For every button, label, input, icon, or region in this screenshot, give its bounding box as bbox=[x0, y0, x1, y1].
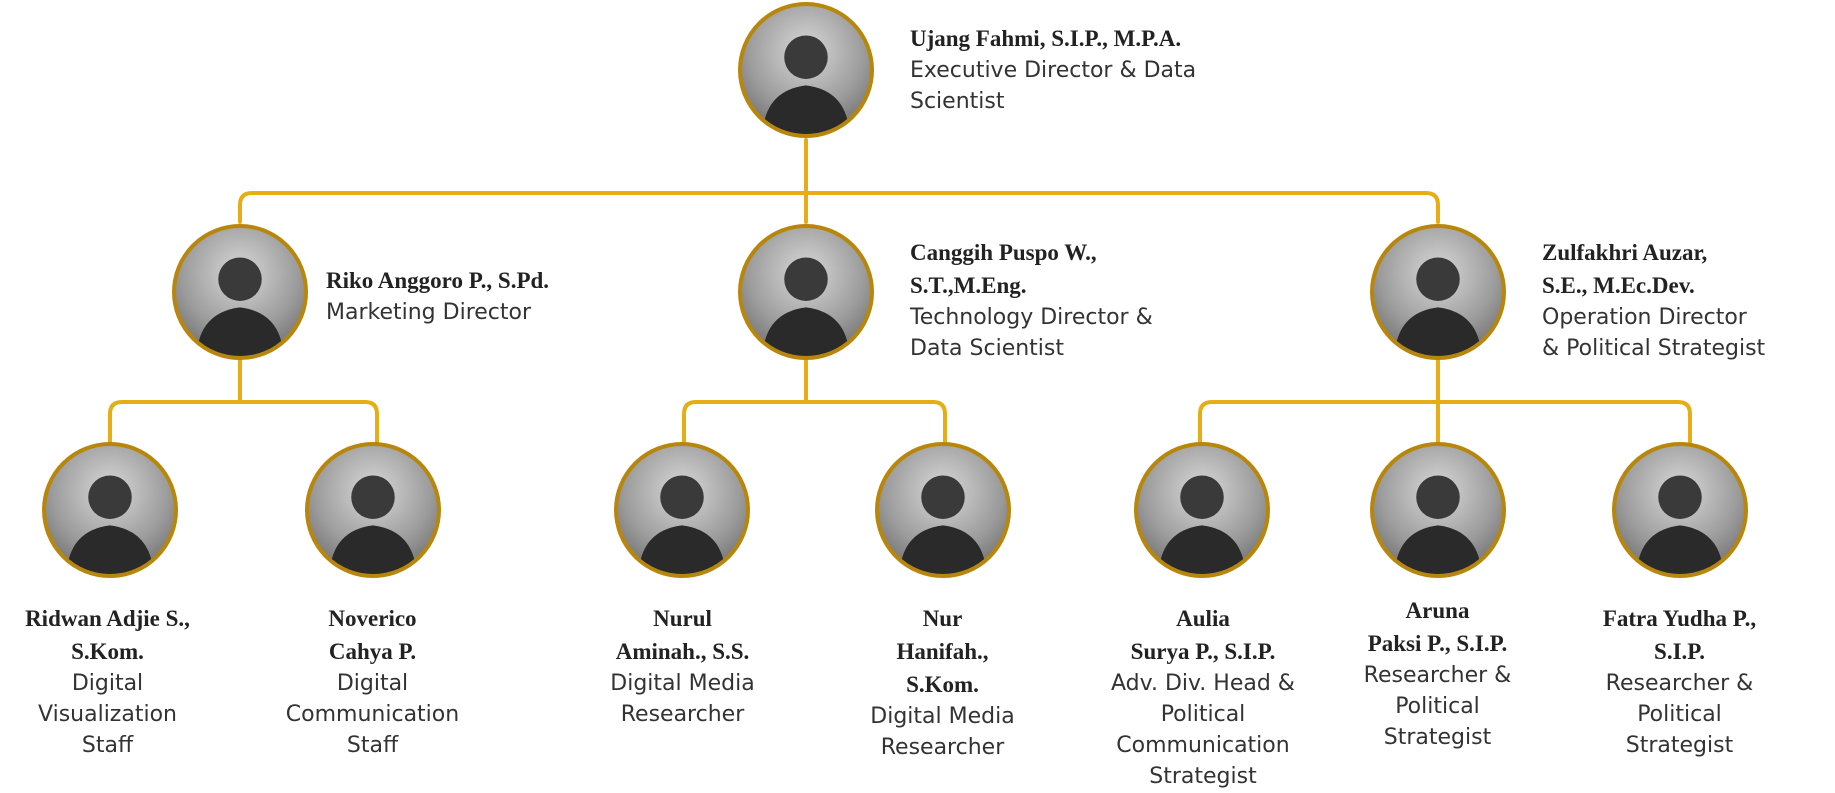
staff-label-2: Noverico Cahya P. Digital Communication … bbox=[260, 602, 485, 761]
staff-label-4: Nur Hanifah., S.Kom. Digital Media Resea… bbox=[830, 602, 1055, 763]
person-photo-icon bbox=[638, 475, 726, 574]
person-role: Researcher & Political Strategist bbox=[1605, 671, 1754, 758]
person-role: Digital Media Researcher bbox=[870, 704, 1015, 760]
person-name: Riko Anggoro P., S.Pd. bbox=[326, 268, 550, 293]
executive-director-label: Ujang Fahmi, S.I.P., M.P.A. Executive Di… bbox=[910, 22, 1196, 117]
person-role: Operation Director & Political Strategis… bbox=[1542, 305, 1766, 361]
person-role: Marketing Director bbox=[326, 300, 532, 325]
person-role: Technology Director & Data Scientist bbox=[910, 305, 1153, 361]
connector-top-to-directors bbox=[238, 138, 1440, 224]
person-photo-icon bbox=[1158, 475, 1246, 574]
person-name: Ujang Fahmi, S.I.P., M.P.A. bbox=[910, 26, 1182, 51]
staff-label-6: Aruna Paksi P., S.I.P. Researcher & Poli… bbox=[1325, 594, 1550, 753]
marketing-director-label: Riko Anggoro P., S.Pd. Marketing Directo… bbox=[326, 264, 549, 328]
technology-director-label: Canggih Puspo W., S.T.,M.Eng. Technology… bbox=[910, 236, 1153, 364]
person-role: Digital Communication Staff bbox=[285, 671, 460, 758]
person-photo-icon bbox=[1394, 257, 1482, 356]
avatar-executive-director bbox=[738, 2, 874, 138]
staff-label-3: Nurul Aminah., S.S. Digital Media Resear… bbox=[570, 602, 795, 730]
avatar-operation-director bbox=[1370, 224, 1506, 360]
avatar-marketing-director bbox=[172, 224, 308, 360]
avatar-staff-5 bbox=[1134, 442, 1270, 578]
person-name: Noverico Cahya P. bbox=[328, 606, 417, 664]
person-name: Ridwan Adjie S., S.Kom. bbox=[25, 606, 190, 664]
person-role: Executive Director & Data Scientist bbox=[910, 58, 1197, 114]
staff-label-1: Ridwan Adjie S., S.Kom. Digital Visualiz… bbox=[0, 602, 220, 761]
person-role: Researcher & Political Strategist bbox=[1363, 663, 1512, 750]
person-role: Adv. Div. Head & Political Communication… bbox=[1111, 671, 1295, 789]
person-photo-icon bbox=[762, 35, 850, 134]
person-role: Digital Visualization Staff bbox=[38, 671, 177, 758]
person-name: Nur Hanifah., S.Kom. bbox=[896, 606, 989, 697]
operation-director-label: Zulfakhri Auzar, S.E., M.Ec.Dev. Operati… bbox=[1542, 236, 1765, 364]
person-photo-icon bbox=[66, 475, 154, 574]
person-name: Canggih Puspo W., S.T.,M.Eng. bbox=[910, 240, 1097, 298]
avatar-technology-director bbox=[738, 224, 874, 360]
person-name: Nurul Aminah., S.S. bbox=[615, 606, 750, 664]
avatar-staff-1 bbox=[42, 442, 178, 578]
staff-label-5: Aulia Surya P., S.I.P. Adv. Div. Head & … bbox=[1083, 602, 1323, 792]
person-photo-icon bbox=[762, 257, 850, 356]
person-photo-icon bbox=[196, 257, 284, 356]
avatar-staff-4 bbox=[875, 442, 1011, 578]
connector-operation-branch bbox=[1198, 358, 1692, 444]
person-photo-icon bbox=[329, 475, 417, 574]
person-role: Digital Media Researcher bbox=[610, 671, 755, 727]
person-photo-icon bbox=[899, 475, 987, 574]
person-photo-icon bbox=[1636, 475, 1724, 574]
avatar-staff-6 bbox=[1370, 442, 1506, 578]
person-name: Aruna Paksi P., S.I.P. bbox=[1367, 598, 1508, 656]
avatar-staff-3 bbox=[614, 442, 750, 578]
avatar-staff-2 bbox=[305, 442, 441, 578]
person-name: Aulia Surya P., S.I.P. bbox=[1130, 606, 1276, 664]
person-name: Fatra Yudha P., S.I.P. bbox=[1602, 606, 1757, 664]
avatar-staff-7 bbox=[1612, 442, 1748, 578]
person-name: Zulfakhri Auzar, S.E., M.Ec.Dev. bbox=[1542, 240, 1708, 298]
connector-technology-branch bbox=[682, 358, 947, 444]
staff-label-7: Fatra Yudha P., S.I.P. Researcher & Poli… bbox=[1567, 602, 1792, 761]
connector-marketing-branch bbox=[108, 358, 379, 444]
person-photo-icon bbox=[1394, 475, 1482, 574]
